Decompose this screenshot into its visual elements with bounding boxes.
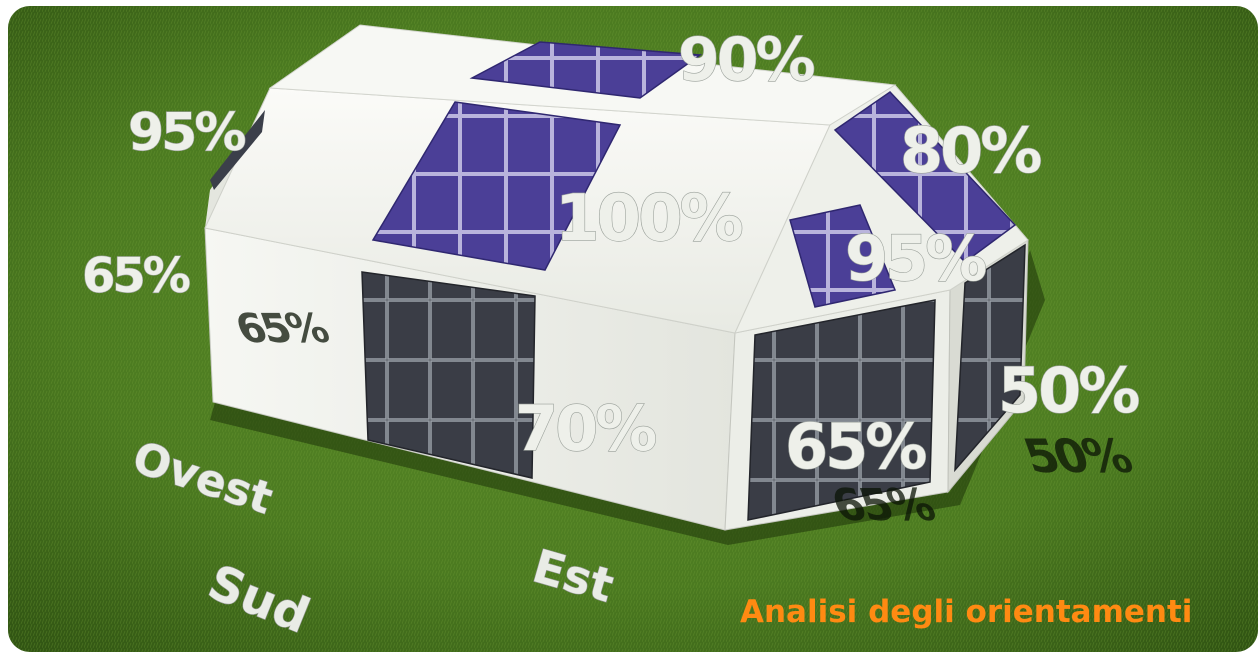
shadow-wall-west: 65% xyxy=(229,305,335,351)
label-roof-west-end: 95% xyxy=(128,103,245,163)
solar-panel-roof-east xyxy=(833,91,1017,263)
solar-panel-roof-east-small xyxy=(789,204,897,308)
label-wall-west: 65% xyxy=(82,248,190,304)
label-roof-east-small: 95% xyxy=(845,222,986,295)
percentage-labels: 90% 95% 100% 80% 95% 65% 70% 65% 50% xyxy=(81,24,1142,483)
diagram-caption: Analisi degli orientamenti xyxy=(740,594,1192,630)
label-wall-east-end: 50% xyxy=(998,354,1139,427)
solar-panel-wall-south xyxy=(361,271,536,479)
house xyxy=(204,24,1029,531)
label-roof-top: 90% xyxy=(678,25,814,95)
label-roof-east-end: 80% xyxy=(900,114,1041,187)
solar-panel-roof-west xyxy=(210,110,265,190)
label-wall-east: 65% xyxy=(785,410,926,483)
solar-panel-roof-top xyxy=(469,41,703,99)
label-wall-south: 70% xyxy=(515,392,656,465)
label-roof-south: 100% xyxy=(555,182,743,256)
solar-panel-wall-east-end xyxy=(954,243,1026,473)
shadow-wall-east: 65% xyxy=(824,479,941,530)
label-shadows: 65% 65% 50% xyxy=(229,305,1139,530)
shadow-wall-east-end: 50% xyxy=(1017,430,1140,483)
solar-panel-roof-south xyxy=(371,101,622,271)
solar-panel-wall-east xyxy=(747,299,936,521)
